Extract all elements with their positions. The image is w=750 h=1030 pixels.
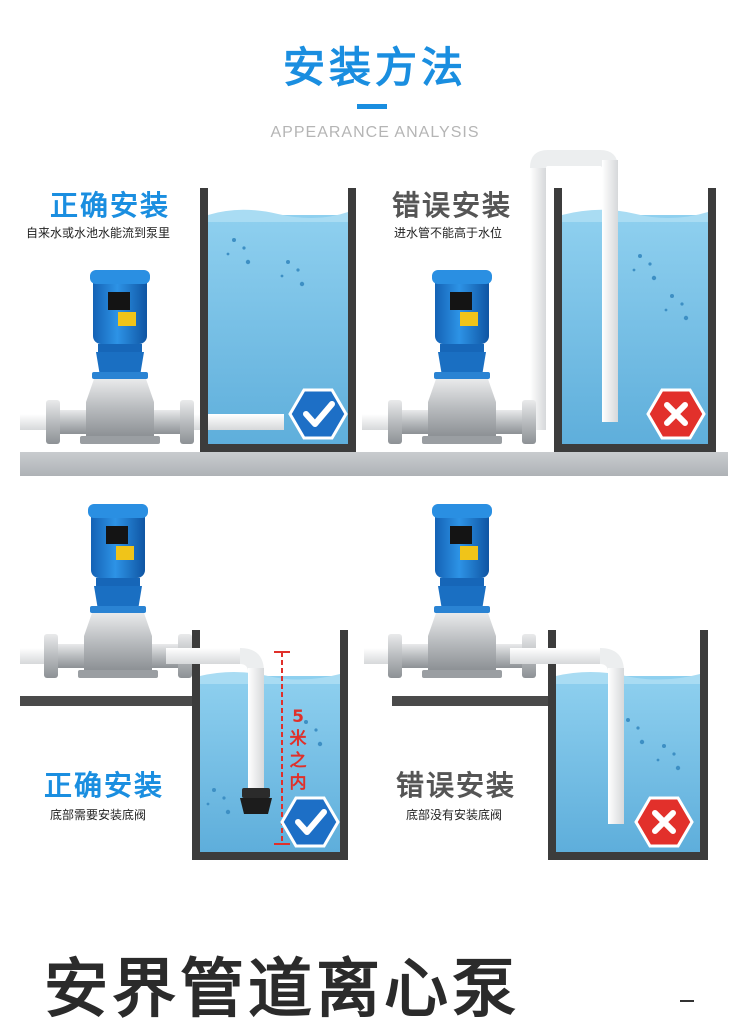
- ground-slab-top: [20, 452, 728, 476]
- check-badge-icon: [288, 388, 348, 440]
- pump-deck-bottom-right: [392, 696, 548, 706]
- panel-note-top-right: 进水管不能高于水位: [394, 226, 503, 240]
- cross-badge-icon: [646, 388, 706, 440]
- title-divider: [357, 104, 387, 109]
- panel-note-top-left: 自来水或水池水能流到泵里: [26, 226, 171, 240]
- panel-title-top-right: 错误安装: [392, 189, 513, 222]
- suction-pipe-bottom-left: [166, 648, 264, 790]
- depth-dimension-label: 5米之内: [289, 707, 307, 793]
- pump-top-right: [388, 270, 536, 444]
- pump-top-left: [46, 270, 194, 444]
- check-badge-icon: [280, 796, 340, 848]
- footer-mark: [680, 1000, 694, 1002]
- pump-deck-bottom-left: [20, 696, 192, 706]
- panel-title-bottom-right: 错误安装: [396, 769, 517, 802]
- page-title: 安装方法: [282, 43, 467, 92]
- panel-note-bottom-left: 底部需要安装底阀: [50, 808, 147, 822]
- suction-pipe-bottom-right: [510, 648, 624, 824]
- panel-note-bottom-right: 底部没有安装底阀: [406, 808, 503, 822]
- panel-title-bottom-left: 正确安装: [44, 769, 165, 802]
- foot-valve-icon: [240, 788, 272, 814]
- cross-badge-icon: [634, 796, 694, 848]
- panel-title-top-left: 正确安装: [50, 189, 171, 222]
- product-name: 安界管道离心泵: [44, 953, 520, 1027]
- depth-dimension: [274, 651, 290, 845]
- page-subtitle: APPEARANCE ANALYSIS: [270, 124, 480, 141]
